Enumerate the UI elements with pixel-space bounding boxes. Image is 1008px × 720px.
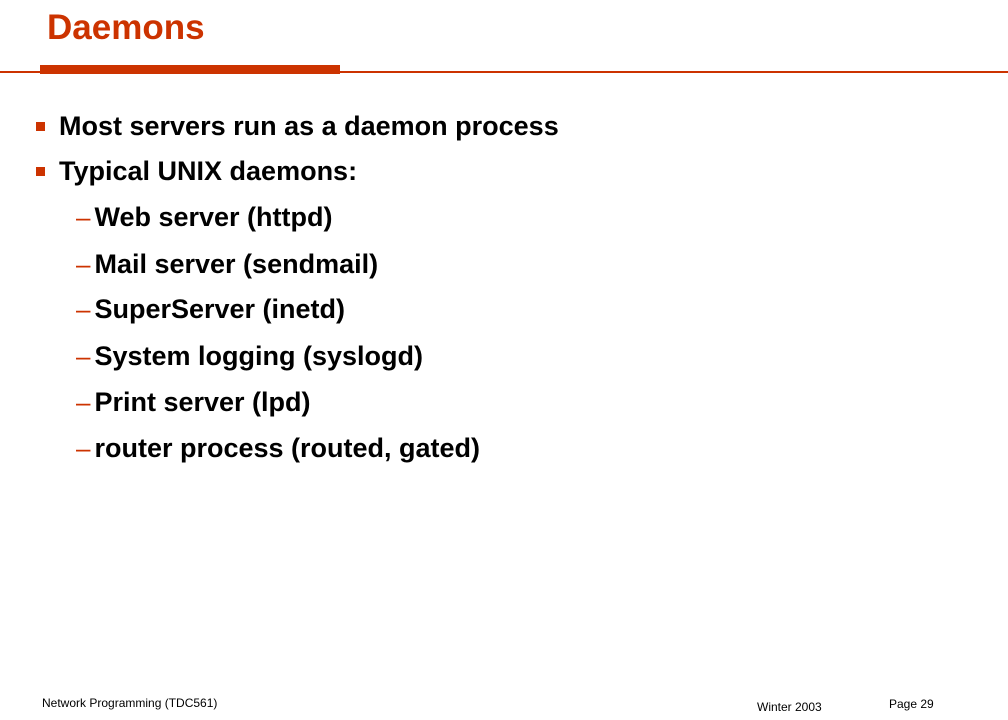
bullet-text: Most servers run as a daemon process xyxy=(59,110,559,141)
bullet-item: Most servers run as a daemon process xyxy=(36,108,559,144)
dash-bullet-icon: – xyxy=(76,293,91,324)
sub-bullet-item: – System logging (syslogd) xyxy=(76,338,423,374)
sub-bullet-text: SuperServer (inetd) xyxy=(94,293,346,324)
dash-bullet-icon: – xyxy=(76,201,91,232)
footer-page-number: Page 29 xyxy=(889,697,934,711)
title-underline xyxy=(0,71,1008,73)
sub-bullet-item: – Print server (lpd) xyxy=(76,384,311,420)
sub-bullet-item: – Web server (httpd) xyxy=(76,199,333,235)
dash-bullet-icon: – xyxy=(76,432,91,463)
footer-course: Network Programming (TDC561) xyxy=(42,696,218,710)
sub-bullet-item: – SuperServer (inetd) xyxy=(76,291,345,327)
sub-bullet-text: System logging (syslogd) xyxy=(94,340,424,371)
footer-term: Winter 2003 xyxy=(757,700,822,714)
bullet-text: Typical UNIX daemons: xyxy=(59,155,358,186)
slide-title: Daemons xyxy=(47,8,205,47)
sub-bullet-text: Web server (httpd) xyxy=(94,201,333,232)
dash-bullet-icon: – xyxy=(76,248,91,279)
square-bullet-icon xyxy=(36,121,45,131)
title-accent-bar xyxy=(40,65,340,74)
dash-bullet-icon: – xyxy=(76,386,91,417)
square-bullet-icon xyxy=(36,166,45,176)
sub-bullet-text: router process (routed, gated) xyxy=(94,432,481,463)
bullet-item: Typical UNIX daemons: xyxy=(36,153,357,189)
sub-bullet-text: Mail server (sendmail) xyxy=(94,248,379,279)
dash-bullet-icon: – xyxy=(76,340,91,371)
sub-bullet-text: Print server (lpd) xyxy=(94,386,311,417)
sub-bullet-item: – router process (routed, gated) xyxy=(76,430,480,466)
sub-bullet-item: – Mail server (sendmail) xyxy=(76,246,378,282)
